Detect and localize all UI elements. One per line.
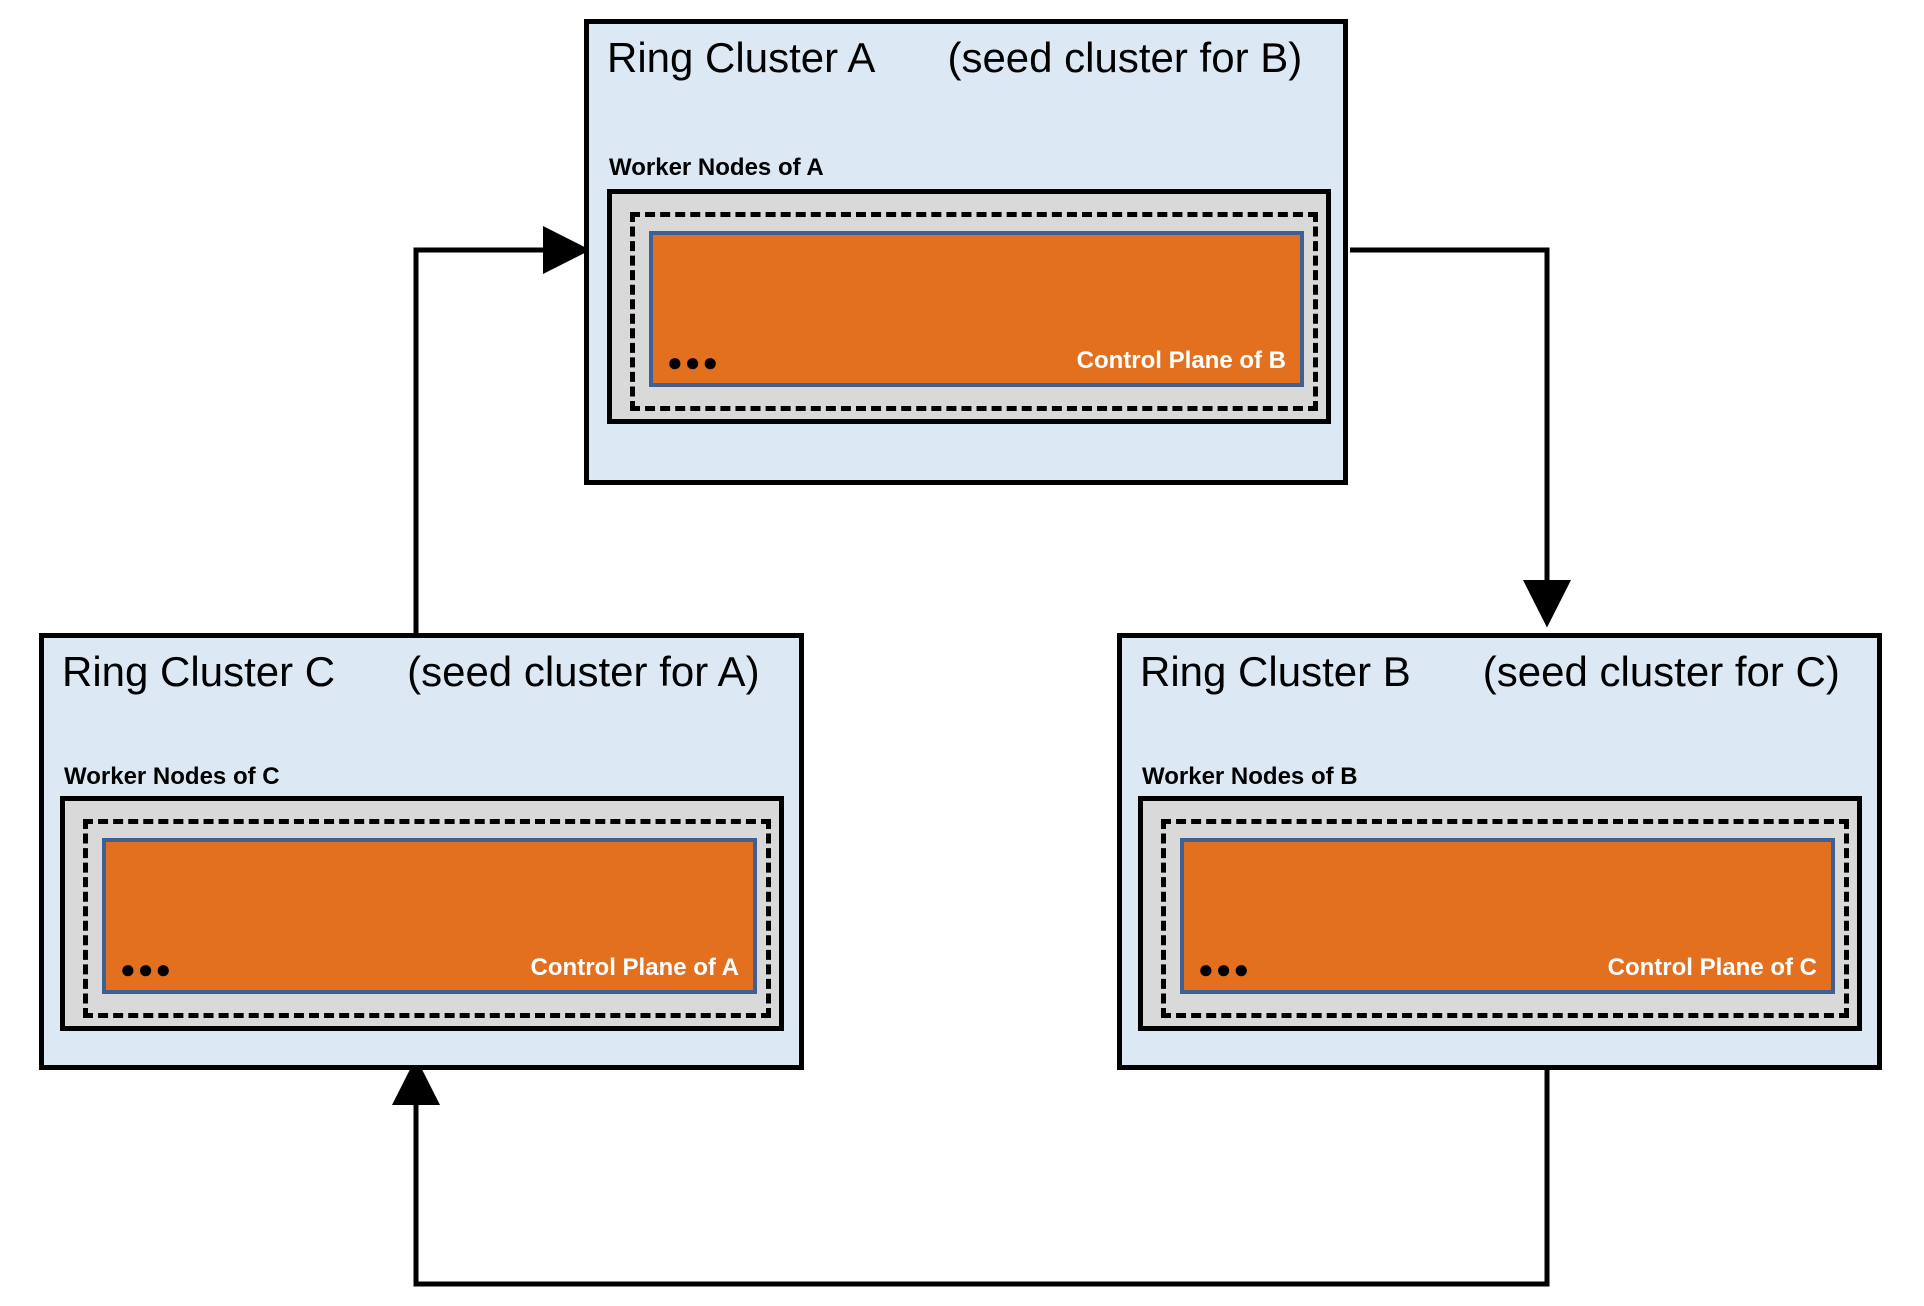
arrow-b-to-c (392, 1057, 1550, 1287)
cluster-b-seed-note: (seed cluster for C) (1482, 648, 1840, 695)
cluster-b-worker-box[interactable]: ●●● Control Plane of C (1138, 796, 1862, 1031)
cluster-a-control-plane-box[interactable]: ●●● Control Plane of B (649, 231, 1304, 387)
cluster-b-control-plane-label: Control Plane of C (1607, 954, 1817, 981)
cluster-c-control-plane-label: Control Plane of A (530, 954, 739, 981)
arrow-c-to-a (413, 226, 591, 640)
cluster-b-name: Ring Cluster B (1140, 648, 1411, 695)
cluster-a-title: Ring Cluster A (seed cluster for B) (607, 34, 1302, 82)
ring-cluster-c[interactable]: Ring Cluster C (seed cluster for A) Worke… (39, 633, 804, 1070)
cluster-c-title: Ring Cluster C (seed cluster for A) (62, 648, 760, 696)
cluster-c-worker-label: Worker Nodes of C (64, 763, 280, 790)
cluster-c-name: Ring Cluster C (62, 648, 336, 695)
cluster-c-control-plane-box[interactable]: ●●● Control Plane of A (102, 838, 757, 994)
arrow-a-to-b (1350, 247, 1571, 628)
cluster-a-name: Ring Cluster A (607, 34, 876, 81)
cluster-a-worker-box[interactable]: ●●● Control Plane of B (607, 189, 1331, 424)
cluster-b-dashed-box: ●●● Control Plane of C (1161, 819, 1849, 1018)
cluster-b-ellipsis-icon: ●●● (1198, 954, 1252, 984)
cluster-a-ellipsis-icon: ●●● (667, 347, 721, 377)
cluster-c-ellipsis-icon: ●●● (120, 954, 174, 984)
ring-cluster-a[interactable]: Ring Cluster A (seed cluster for B) Worke… (584, 19, 1348, 485)
cluster-c-worker-box[interactable]: ●●● Control Plane of A (60, 796, 784, 1031)
ring-cluster-b[interactable]: Ring Cluster B (seed cluster for C) Worke… (1117, 633, 1882, 1070)
cluster-a-worker-label: Worker Nodes of A (609, 154, 824, 181)
cluster-b-control-plane-box[interactable]: ●●● Control Plane of C (1180, 838, 1835, 994)
cluster-c-seed-note: (seed cluster for A) (407, 648, 760, 695)
cluster-b-title: Ring Cluster B (seed cluster for C) (1140, 648, 1840, 696)
cluster-a-control-plane-label: Control Plane of B (1076, 347, 1286, 374)
cluster-a-seed-note: (seed cluster for B) (947, 34, 1303, 81)
cluster-a-dashed-box: ●●● Control Plane of B (630, 212, 1318, 411)
cluster-b-worker-label: Worker Nodes of B (1142, 763, 1358, 790)
cluster-c-dashed-box: ●●● Control Plane of A (83, 819, 771, 1018)
